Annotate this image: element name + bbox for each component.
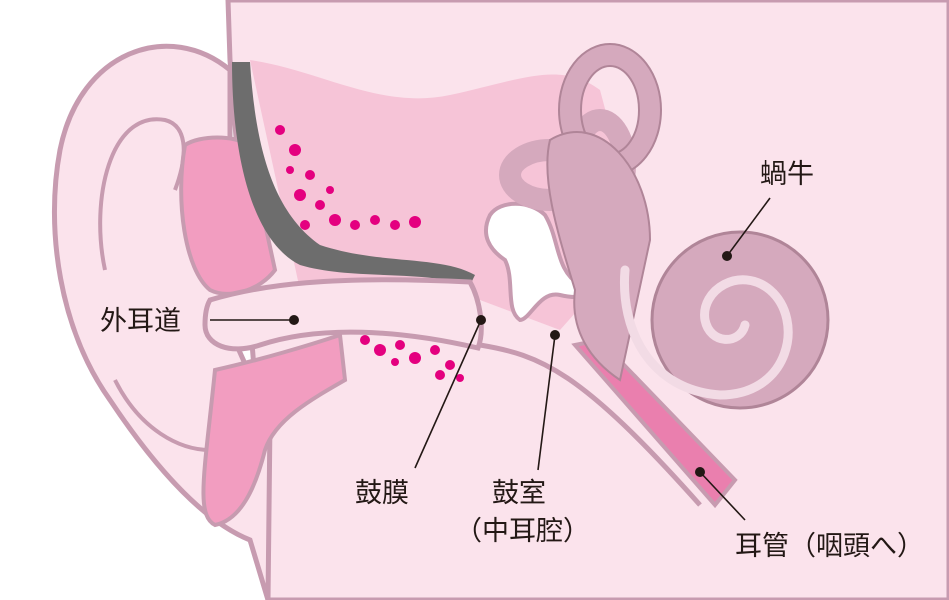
cochlea-marker xyxy=(722,251,732,261)
eardrum-leader xyxy=(414,319,482,469)
tympanic-leader xyxy=(537,334,556,471)
label-ear-canal: 外耳道 xyxy=(100,306,181,337)
label-tympanic-cavity: 鼓室 xyxy=(492,478,546,509)
eustachian-marker xyxy=(695,467,705,477)
antihelix xyxy=(113,379,211,452)
cochlea-spiral xyxy=(619,265,793,400)
cartilage-lower xyxy=(201,332,348,528)
eardrum-marker xyxy=(476,315,486,325)
temporal-bone xyxy=(232,62,475,285)
label-tympanic-cavity-sub: （中耳腔） xyxy=(455,516,590,547)
gland-dots-upper xyxy=(275,125,421,230)
label-eardrum: 鼓膜 xyxy=(355,478,409,509)
eustachian-leader xyxy=(699,471,746,521)
label-eustachian-tube: 耳管（咽頭へ） xyxy=(735,531,924,562)
tube-wall xyxy=(479,342,702,507)
ear-canal xyxy=(202,277,484,352)
label-cochlea: 蝸牛 xyxy=(760,159,814,190)
ear-canal-marker xyxy=(289,315,299,325)
tympanic-marker xyxy=(550,330,560,340)
gland-dots-lower xyxy=(360,335,464,382)
cochlea-leader xyxy=(726,197,771,257)
